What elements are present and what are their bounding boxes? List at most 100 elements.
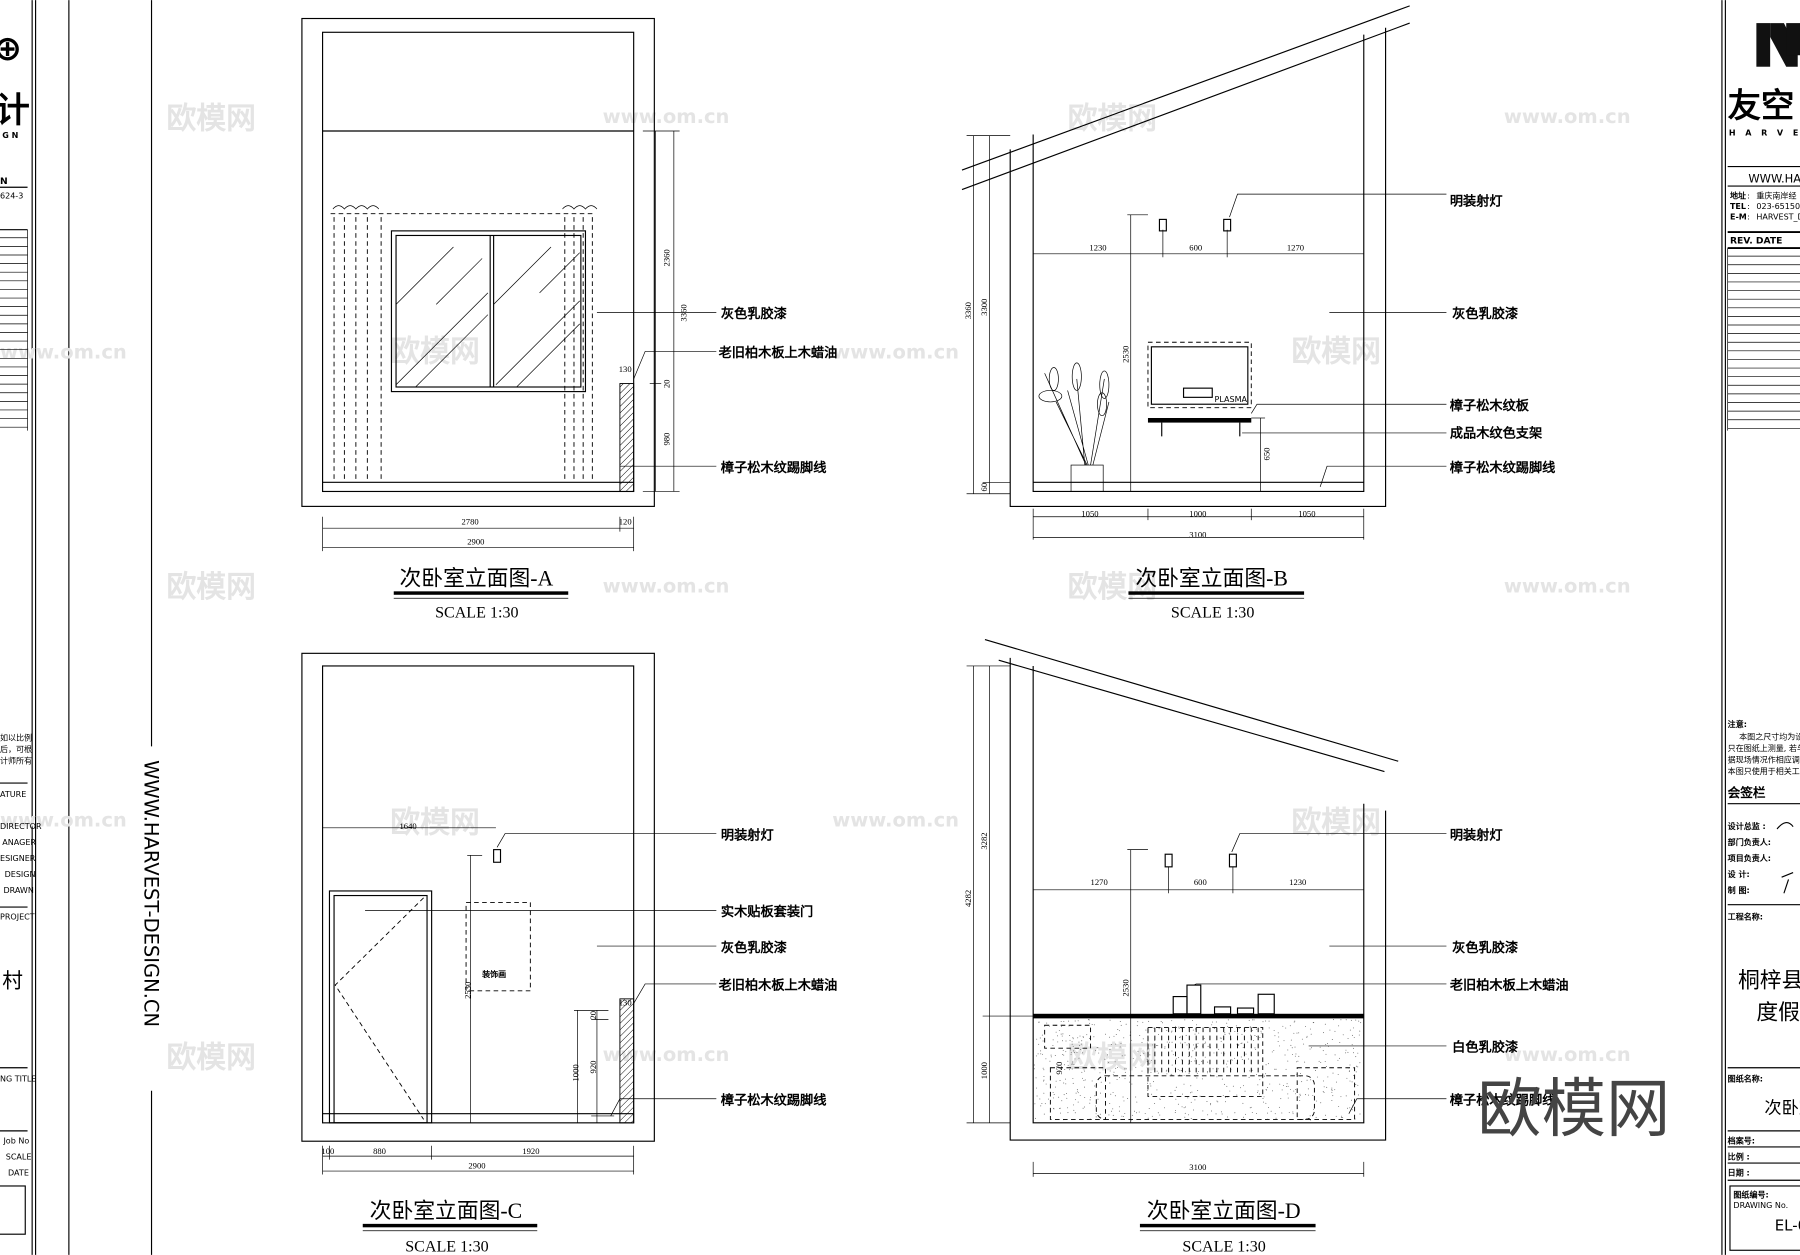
elevation-c: 装饰画 1640 2530 1000 920 20 130 100 880 19… — [301, 652, 837, 1255]
dim-1000: 1000 — [979, 1062, 989, 1079]
svg-text:E-M: E-M — [1730, 212, 1747, 221]
dim-920: 920 — [588, 1061, 598, 1074]
svg-text:档案号:: 档案号: — [1728, 1136, 1755, 1146]
svg-text:ESIGNER: ESIGNER — [0, 854, 36, 863]
svg-text:TEL: TEL — [1730, 202, 1746, 211]
dim-1920: 1920 — [522, 1146, 539, 1156]
dim-20: 20 — [588, 1011, 598, 1020]
svg-text:ANAGER: ANAGER — [2, 838, 36, 847]
company-logo: 友空 H A R V E — [1728, 23, 1800, 138]
headboard-wall-texture — [1033, 1019, 1362, 1121]
watermark-text: 欧模网 — [390, 335, 479, 370]
dim-1050: 1050 — [1081, 509, 1098, 519]
svg-text:DRAWING No.: DRAWING No. — [1733, 1201, 1788, 1210]
svg-text:度假: 度假 — [1756, 1001, 1800, 1026]
svg-text:本图之尺寸均为设: 本图之尺寸均为设 — [1739, 731, 1800, 741]
dim-1230: 1230 — [1089, 242, 1106, 252]
watermark-url: www.om.cn — [0, 809, 127, 832]
door — [328, 890, 433, 1124]
watermark-url: www.om.cn — [1504, 574, 1631, 597]
elevation-d: 4282 3282 1000 1270 600 1230 2530 920 31… — [963, 639, 1569, 1255]
right-title-block: 友空 H A R V E WWW.HA 地址:重庆南岸经TEL:023-6515… — [1727, 23, 1800, 1251]
dim-2530: 2530 — [1120, 979, 1130, 996]
svg-text:设 计:: 设 计: — [1728, 869, 1750, 879]
dim-3360: 3360 — [678, 304, 688, 321]
decorative-painting: 装饰画 — [465, 901, 531, 992]
svg-text:DATE: DATE — [8, 1169, 29, 1178]
watermark-text: 欧模网 — [1068, 1041, 1157, 1076]
elevation-scale: SCALE 1:30 — [1182, 1238, 1265, 1255]
label-old-cypress-board: 老旧柏木板上木蜡油 — [719, 344, 838, 361]
website: WWW.HA — [1748, 172, 1800, 186]
svg-text:计: 计 — [0, 91, 30, 131]
svg-text:友空: 友空 — [1728, 86, 1795, 125]
svg-text::: : — [1747, 212, 1750, 221]
label-gray-latex-paint: 灰色乳胶漆 — [1452, 939, 1519, 956]
watermark-url: www.om.cn — [832, 809, 959, 832]
dim-1050: 1050 — [1298, 509, 1315, 519]
svg-text:设计总监 :: 设计总监 : — [1728, 821, 1766, 831]
watermark-url: www.om.cn — [0, 340, 127, 363]
watermark-logo: 欧模网 — [1477, 1072, 1670, 1147]
wainscot-panel — [619, 998, 635, 1124]
dim-1640: 1640 — [399, 821, 416, 831]
elevation-scale: SCALE 1:30 — [435, 605, 518, 622]
svg-text:计师所有: 计师所有 — [0, 756, 32, 766]
svg-text:PROJECT: PROJECT — [0, 913, 35, 922]
watermark-text: 欧模网 — [1291, 805, 1380, 840]
svg-text:624-3: 624-3 — [0, 192, 23, 201]
label-gray-latex-paint: 灰色乳胶漆 — [1452, 305, 1519, 322]
svg-text:日期 :: 日期 : — [1728, 1168, 1750, 1178]
label-pine-skirting: 樟子松木纹踢脚线 — [1450, 459, 1556, 476]
svg-text:H A R V E: H A R V E — [1729, 129, 1800, 138]
drawing-number: EL-0 — [1775, 1217, 1800, 1235]
dim-120: 120 — [619, 517, 632, 527]
svg-text:图纸编号:: 图纸编号: — [1733, 1189, 1768, 1199]
dim-60: 60 — [979, 483, 989, 492]
label-gray-latex-paint: 灰色乳胶漆 — [721, 939, 788, 956]
label-spotlight: 明装射灯 — [1450, 193, 1503, 210]
side-website-text: WWW.HARVEST-DESIGN.CN — [140, 760, 163, 1027]
elevation-title: 次卧室立面图-B — [1135, 567, 1288, 591]
elevation-title: 次卧室立面图-A — [399, 567, 553, 591]
watermark-text: 欧模网 — [166, 102, 255, 137]
svg-text:NG TITLE: NG TITLE — [0, 1075, 36, 1084]
label-pine-board: 樟子松木纹板 — [1450, 397, 1530, 414]
label-pine-skirting: 樟子松木纹踢脚线 — [721, 459, 827, 476]
svg-text:DRAWN: DRAWN — [3, 886, 33, 895]
dim-3100: 3100 — [1189, 1162, 1206, 1172]
dim-130: 130 — [619, 364, 632, 374]
spotlight-icon — [493, 849, 502, 863]
watermark-text: 欧模网 — [1291, 335, 1380, 370]
label-old-cypress-board: 老旧柏木板上木蜡油 — [1450, 977, 1569, 994]
spotlight-icon — [1223, 218, 1232, 232]
svg-text:ATURE: ATURE — [0, 790, 26, 799]
svg-text:只在图纸上测量, 若与: 只在图纸上测量, 若与 — [1728, 743, 1800, 753]
dim-650: 650 — [1262, 448, 1272, 461]
watermark-text: 欧模网 — [1068, 102, 1157, 137]
svg-text:023-651501: 023-651501 — [1756, 202, 1800, 211]
svg-text::: : — [1747, 202, 1750, 211]
wainscot-panel — [619, 383, 635, 492]
logo-mark-icon: ⊕ — [0, 29, 22, 69]
painting-label: 装饰画 — [481, 969, 506, 979]
dim-600: 600 — [1194, 877, 1207, 887]
dim-3360: 3360 — [963, 302, 973, 319]
svg-text:DIRECTOR: DIRECTOR — [0, 822, 42, 831]
elevation-scale: SCALE 1:30 — [405, 1238, 488, 1255]
dim-100: 100 — [321, 1146, 334, 1156]
dim-2530: 2530 — [463, 982, 473, 999]
svg-text:重庆南岸经: 重庆南岸经 — [1756, 191, 1796, 201]
svg-text:DESIGN: DESIGN — [5, 870, 36, 879]
svg-text:项目负责人:: 项目负责人: — [1728, 853, 1771, 863]
watermark-url: www.om.cn — [1504, 105, 1631, 128]
curtains — [332, 205, 598, 483]
potted-plant — [1038, 362, 1110, 492]
dim-980: 980 — [661, 433, 671, 446]
label-white-latex-paint: 白色乳胶漆 — [1452, 1039, 1519, 1056]
label-gray-latex-paint: 灰色乳胶漆 — [721, 305, 788, 322]
signature-marks — [1776, 822, 1794, 894]
label-spotlight: 明装射灯 — [721, 826, 774, 843]
dim-1270: 1270 — [1091, 877, 1108, 887]
